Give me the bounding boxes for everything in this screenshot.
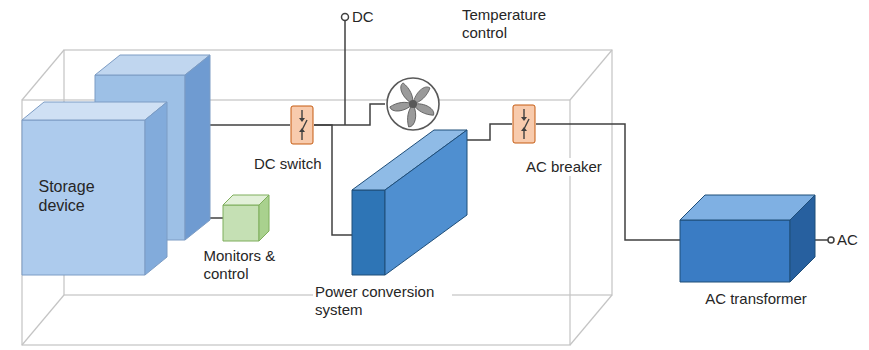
- wire-connector: [210, 124, 290, 126]
- cube-face: [223, 205, 259, 241]
- cube-face: [385, 130, 467, 275]
- cube-face: [22, 102, 167, 120]
- dc-terminal-wire: [344, 21, 346, 125]
- switch-contact: [302, 110, 307, 140]
- cube-face: [352, 190, 385, 275]
- enclosure-back-face: [64, 50, 612, 295]
- ac-terminal-wire: [815, 239, 828, 241]
- box-3d: [680, 190, 815, 282]
- ac-terminal: [828, 237, 834, 243]
- temperature-fan: Temperature control: [385, 6, 565, 42]
- caption: Monitors & control: [202, 247, 291, 283]
- caption: Power conversion system: [313, 283, 452, 319]
- box-label: Storage device: [37, 177, 131, 215]
- enclosure-outline: [22, 50, 612, 345]
- switch-contact: [524, 109, 529, 139]
- terminal-label: DC: [350, 8, 376, 26]
- cube-face: [145, 102, 167, 275]
- cube: [680, 195, 815, 282]
- caption: DC switch: [252, 155, 324, 173]
- switch-symbol: [512, 104, 536, 144]
- fan-hub: [409, 100, 417, 108]
- box-3d: [22, 55, 210, 277]
- wire-connector: [210, 217, 223, 219]
- label-anchor: DC: [350, 8, 376, 26]
- dc-switch: DC switch: [250, 105, 324, 173]
- enclosure-front-face: [22, 100, 570, 345]
- fan-ring: [387, 78, 439, 130]
- enclosure-edge: [570, 50, 612, 100]
- ac-breaker: AC breaker: [505, 104, 614, 176]
- ac-transformer: AC transformer: [676, 190, 836, 308]
- caption: AC transformer: [703, 290, 809, 308]
- wire-connector: [536, 124, 680, 240]
- contact-blade: [302, 120, 307, 130]
- enclosure-edge: [22, 295, 64, 345]
- caption: AC breaker: [524, 158, 604, 176]
- dc-terminal: [342, 14, 349, 21]
- terminal-label: AC: [835, 231, 860, 249]
- fan-symbol: [385, 76, 441, 132]
- contact-tip: [299, 128, 305, 132]
- box-3d: [352, 128, 467, 277]
- cube-face: [22, 120, 145, 275]
- enclosure-edge: [22, 50, 64, 100]
- storage-device: Storage device: [22, 55, 145, 215]
- label-anchor: AC: [835, 231, 860, 249]
- wire-connector: [314, 125, 352, 235]
- cube-face: [185, 55, 210, 240]
- contact-tip: [521, 127, 527, 131]
- switch-body: [513, 105, 535, 143]
- wire-connector: [467, 124, 512, 140]
- contact-tip: [299, 118, 305, 122]
- cube-face: [259, 195, 269, 241]
- cube: [223, 195, 269, 241]
- contact-blade: [524, 119, 529, 129]
- switch-body: [291, 106, 313, 144]
- monitor-control-unit: Monitors & control: [200, 195, 292, 283]
- contact-tip: [521, 117, 527, 121]
- box-3d: [223, 195, 269, 241]
- switch-symbol: [290, 105, 314, 145]
- cube: [352, 130, 467, 275]
- enclosure-edge: [570, 295, 612, 345]
- cube-face: [680, 220, 790, 282]
- cube-face: [790, 195, 815, 282]
- cube: [22, 102, 167, 275]
- wire-connector: [314, 104, 385, 125]
- caption: Temperature control: [460, 6, 564, 42]
